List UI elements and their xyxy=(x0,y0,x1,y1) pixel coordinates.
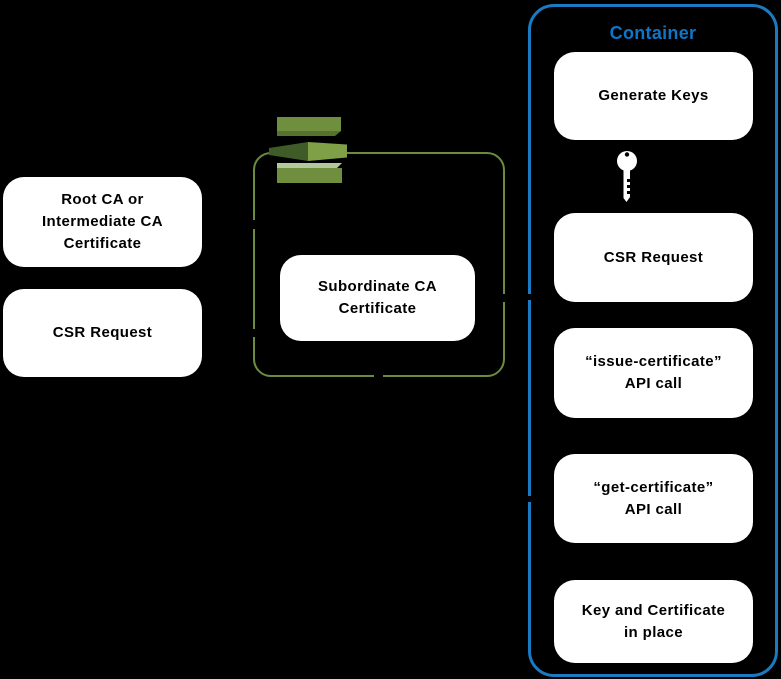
connector-notch xyxy=(374,372,383,380)
flow-box-issue-certificate-label: “issue-certificate” API call xyxy=(585,353,722,392)
connector-notch xyxy=(523,294,535,300)
connector-notch xyxy=(500,294,508,302)
certificate-authority-stack-icon xyxy=(267,110,348,184)
flow-box-root-ca: Root CA or Intermediate CA Certificate xyxy=(3,177,202,267)
flow-box-subordinate-ca-label: Subordinate CA Certificate xyxy=(318,278,437,317)
flow-box-csr-request-left-label: CSR Request xyxy=(52,324,153,341)
key-icon xyxy=(612,148,642,204)
flow-box-csr-request-left: CSR Request xyxy=(3,289,202,377)
connector-notch xyxy=(247,220,255,229)
container-frame xyxy=(528,4,778,677)
flow-box-key-and-certificate: Key and Certificate in place xyxy=(554,580,753,663)
flow-box-generate-keys: Generate Keys xyxy=(554,52,753,140)
flow-box-csr-request-container: CSR Request xyxy=(554,213,753,302)
flow-box-csr-request-container-label: CSR Request xyxy=(603,248,704,266)
flow-box-get-certificate-label: “get-certificate” API call xyxy=(593,478,714,518)
connector-notch xyxy=(523,496,535,502)
connector-notch xyxy=(247,329,255,337)
flow-box-subordinate-ca: Subordinate CA Certificate xyxy=(280,255,475,341)
flow-box-get-certificate: “get-certificate” API call xyxy=(554,454,753,543)
flow-box-issue-certificate: “issue-certificate” API call xyxy=(554,328,753,418)
container-title: Container xyxy=(609,23,697,43)
flow-box-root-ca-label: Root CA or Intermediate CA Certificate xyxy=(41,191,164,252)
flow-box-key-and-certificate-label: Key and Certificate in place xyxy=(581,601,726,641)
flow-box-generate-keys-label: Generate Keys xyxy=(598,87,709,104)
